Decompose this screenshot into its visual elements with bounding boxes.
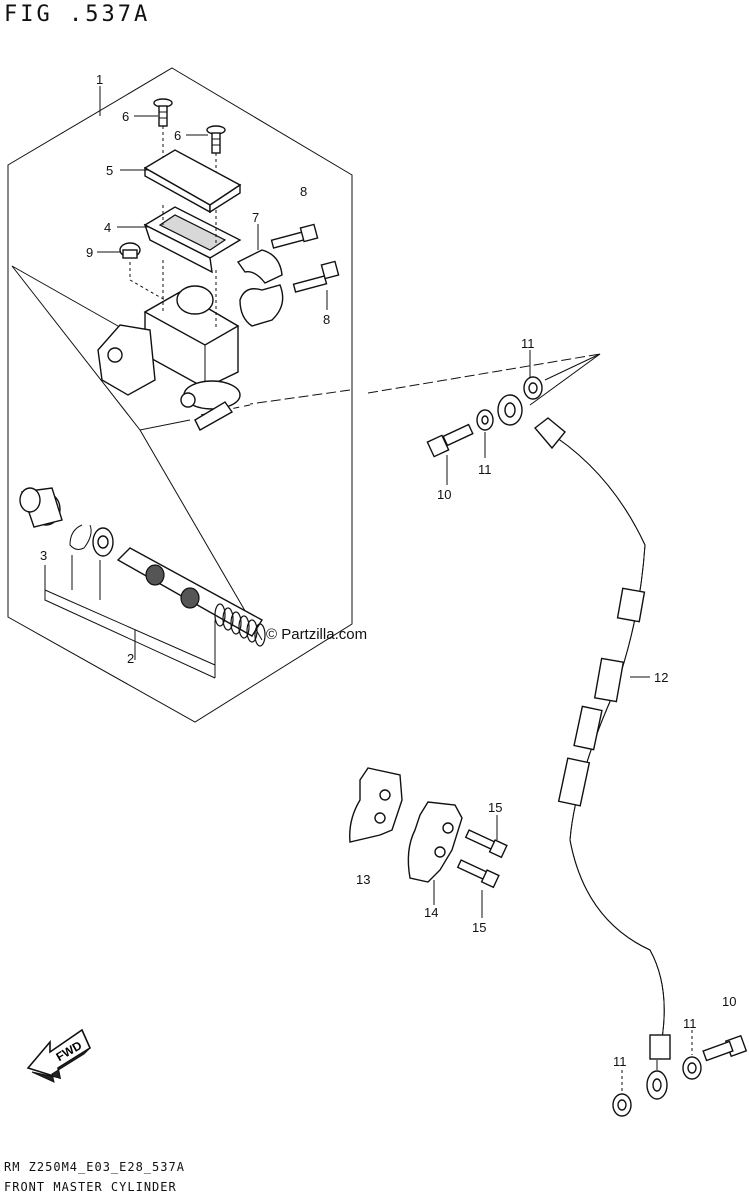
screw-6a: [153, 98, 173, 160]
callout-6a: 6: [122, 109, 129, 124]
bolt-8b: [292, 260, 340, 293]
fwd-arrow-icon: FWD: [26, 1028, 92, 1083]
callout-2: 2: [127, 651, 134, 666]
dust-boot: [19, 487, 63, 528]
callout-13: 13: [356, 872, 370, 887]
callout-8a: 8: [300, 184, 307, 199]
callout-11b: 11: [478, 462, 492, 477]
callout-6b: 6: [174, 128, 181, 143]
callout-8b: 8: [323, 312, 330, 327]
washer-11a: [523, 376, 543, 400]
footer-title: FRONT MASTER CYLINDER: [4, 1180, 177, 1194]
callout-11a: 11: [521, 336, 535, 351]
callout-5: 5: [106, 163, 113, 178]
callout-15a: 15: [488, 800, 502, 815]
hose-clamp-14: [407, 801, 463, 883]
callout-9: 9: [86, 245, 93, 260]
washer-11b: [476, 409, 494, 431]
guide-line: [529, 353, 601, 406]
leader-lines: [97, 115, 650, 918]
callout-10b: 10: [722, 994, 736, 1009]
bolt-15a: [464, 829, 508, 859]
holder-clamp: [236, 249, 283, 284]
washer-11d: [682, 1056, 702, 1080]
bolt-15b: [456, 859, 500, 889]
figure-title: FIG .537A: [4, 2, 151, 27]
guide-line: [367, 353, 601, 394]
brake-hose: [497, 394, 671, 1100]
union-bolt-10a: [426, 423, 474, 458]
piston-assembly: [116, 547, 266, 647]
callout-11d: 11: [683, 1016, 697, 1031]
guide-line: [139, 429, 263, 641]
callout-11c: 11: [613, 1054, 627, 1069]
bolt-8a: [270, 223, 319, 249]
guide-line: [544, 353, 601, 381]
guide-line: [11, 265, 126, 331]
piston-washer: [92, 527, 114, 557]
hose-clamp-13: [349, 767, 403, 843]
washer-11c: [612, 1093, 632, 1117]
callout-15b: 15: [472, 920, 486, 935]
callout-10a: 10: [437, 487, 451, 502]
callout-4: 4: [104, 220, 111, 235]
callout-3: 3: [40, 548, 47, 563]
circlip: [69, 524, 92, 550]
callout-7: 7: [252, 210, 259, 225]
footer-code: RM Z250M4_E03_E28_537A: [4, 1160, 185, 1174]
watermark: © Partzilla.com: [266, 626, 368, 643]
assembly-boundary: [7, 67, 353, 723]
guide-line: [44, 589, 216, 666]
callout-14: 14: [424, 905, 438, 920]
callout-1: 1: [96, 72, 103, 87]
guide-line: [44, 565, 216, 679]
union-bolt-10b: [702, 1034, 748, 1062]
guide-line: [249, 389, 351, 405]
callout-12: 12: [654, 670, 668, 685]
master-cylinder-body: [97, 260, 241, 431]
plug: [119, 242, 166, 301]
